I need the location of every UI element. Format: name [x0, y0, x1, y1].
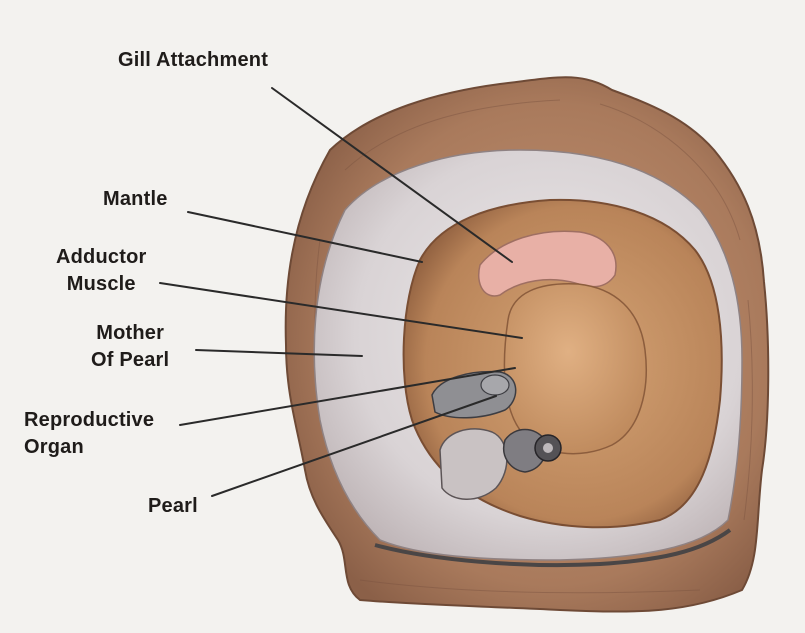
label-mantle: Mantle — [103, 186, 168, 213]
label-gill-attachment: Gill Attachment — [118, 47, 268, 74]
label-reproductive-organ: Reproductive Organ — [24, 407, 154, 461]
adductor-muscle-body — [504, 284, 646, 454]
label-mother-of-pearl: Mother Of Pearl — [91, 320, 169, 374]
label-adductor-muscle: Adductor Muscle — [56, 244, 146, 298]
label-pearl: Pearl — [148, 493, 198, 520]
